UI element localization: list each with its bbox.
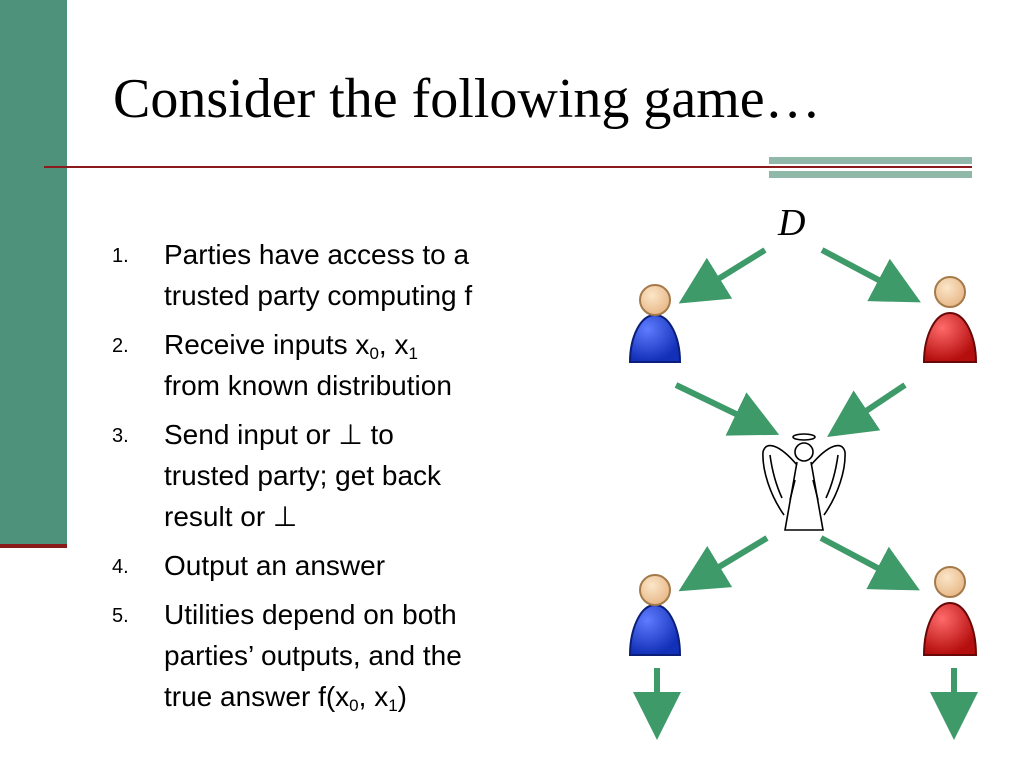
game-diagram: D (628, 202, 978, 740)
step-text: result or ⊥ (164, 501, 298, 532)
step-item-5: 5. Utilities depend on both parties’ out… (112, 594, 552, 717)
step-text: trusted party computing f (164, 280, 473, 311)
step-number: 5. (112, 605, 129, 627)
blue-party-icon (628, 284, 682, 363)
blue-party-icon (628, 574, 682, 656)
step-text: from known distribution (164, 370, 452, 401)
sidebar-decoration (0, 0, 67, 545)
step-text: Parties have access to a (164, 239, 470, 270)
step-item-3: 3. Send input or ⊥ to trusted party; get… (112, 414, 552, 537)
step-text: Send input or ⊥ to (164, 419, 394, 450)
step-text: Output an answer (164, 550, 386, 581)
step-text: true answer f(x0, x1) (164, 681, 407, 715)
angel-trusted-party-icon (762, 433, 846, 531)
arrow-blue-to-angel (674, 382, 780, 436)
step-text: Utilities depend on both (164, 599, 457, 630)
sidebar-underline (0, 544, 67, 548)
step-item-4: 4. Output an answer (112, 545, 552, 586)
steps-list: 1. Parties have access to a trusted part… (112, 234, 552, 725)
step-number: 3. (112, 425, 129, 447)
red-party-icon (922, 276, 978, 363)
accent-bar-bottom (769, 171, 972, 178)
step-number: 2. (112, 335, 129, 357)
accent-bar-top (769, 157, 972, 164)
page-title: Consider the following game… (113, 68, 821, 130)
step-text: parties’ outputs, and the (164, 640, 462, 671)
arrow-d-to-blue (678, 247, 767, 304)
step-number: 1. (112, 245, 129, 267)
distribution-label: D (777, 202, 805, 244)
step-item-2: 2. Receive inputs x0, x1 from known dist… (112, 324, 552, 406)
arrow-red-to-angel (827, 382, 907, 437)
step-text: trusted party; get back (164, 460, 442, 491)
step-number: 4. (112, 556, 129, 578)
step-item-1: 1. Parties have access to a trusted part… (112, 234, 552, 316)
arrow-angel-to-red (819, 535, 920, 591)
title-divider (44, 166, 972, 168)
arrow-angel-to-blue (678, 535, 769, 592)
step-text: Receive inputs x0, x1 (164, 329, 418, 363)
red-party-icon (922, 566, 978, 656)
arrow-d-to-red (820, 247, 921, 303)
